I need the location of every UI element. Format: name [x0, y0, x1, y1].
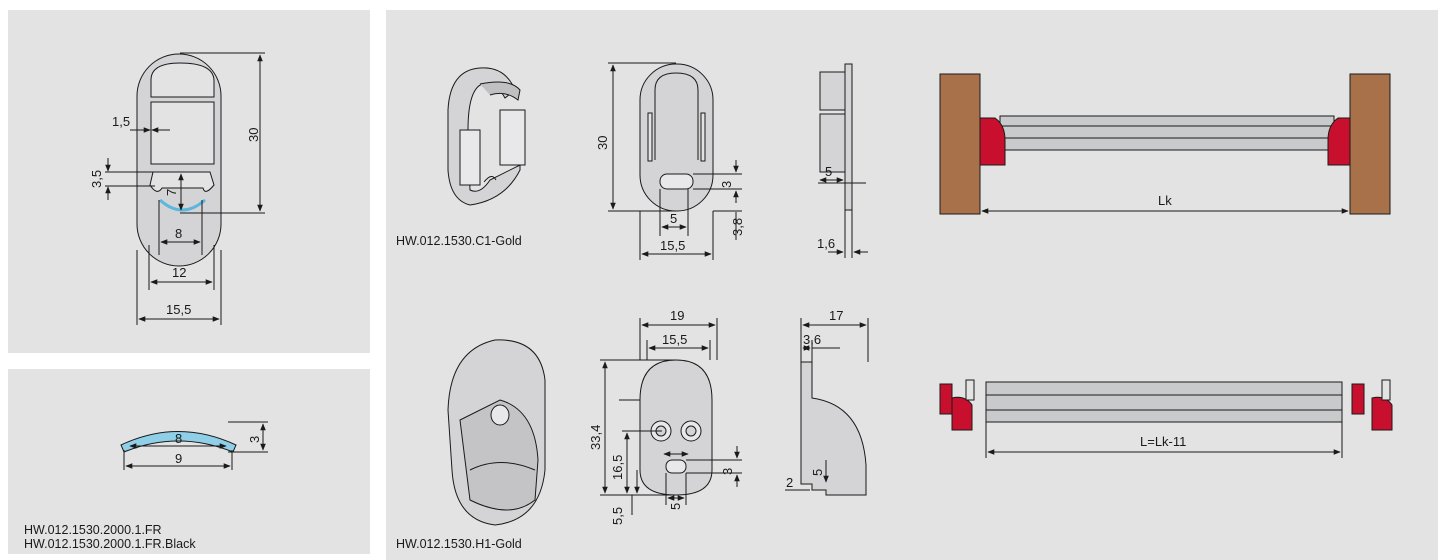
h1-dim-depth: 17	[829, 308, 843, 323]
h1-dim-base: 2	[786, 475, 793, 490]
c1-dim-height: 30	[595, 136, 610, 150]
left-wall	[939, 73, 981, 215]
holder-c1-code: HW.012.1530.C1-Gold	[396, 234, 522, 248]
dim-inner: 8	[175, 226, 182, 241]
h1-holder-front	[600, 318, 742, 515]
cover-code-2: HW.012.1530.2000.1.FR.Black	[24, 537, 196, 551]
h1-holder-3d	[447, 339, 546, 526]
dim-width: 15,5	[166, 302, 191, 317]
profile-groove	[149, 171, 215, 192]
h1-dim-outer: 19	[670, 308, 684, 323]
dim-height: 30	[246, 128, 261, 142]
dim-depth: 7	[164, 189, 179, 196]
holder-h1-code: HW.012.1530.H1-Gold	[396, 537, 522, 551]
label-lk: Lk	[1158, 193, 1172, 208]
h1-dim-slot-w: 5	[668, 503, 683, 510]
cover-panel	[8, 369, 370, 554]
h1-dim-height: 33,4	[588, 425, 603, 450]
h1-dim-slot-h: 3	[720, 468, 735, 475]
dim-wall: 1,5	[112, 114, 130, 129]
c1-holder-3d	[447, 67, 526, 206]
cover-dim-height: 3	[247, 436, 262, 443]
assembly-parts	[939, 379, 1393, 458]
cover-dim-inner: 8	[175, 431, 182, 446]
c1-holder-front	[608, 62, 742, 260]
c1-dim-depth: 5	[825, 164, 832, 179]
profile-section	[105, 52, 265, 325]
h1-dim-inner: 15,5	[662, 332, 687, 347]
cover-section	[120, 421, 268, 470]
c1-dim-plate: 1,6	[817, 236, 835, 251]
h1-dim-bottom: 5,5	[610, 507, 625, 525]
holders-panel	[386, 10, 1438, 560]
right-wall	[1349, 73, 1391, 215]
dim-slot: 3,5	[89, 170, 104, 188]
h1-dim-step: 5	[810, 469, 825, 476]
profile-chamber	[150, 101, 215, 165]
left-holder-red	[979, 117, 1006, 166]
h1-dim-hole-y: 16,5	[610, 455, 625, 480]
h1-dim-plate: 3,6	[803, 332, 821, 347]
assembly-installed	[939, 73, 1391, 215]
rail-loose	[985, 381, 1343, 423]
right-holder-red	[1327, 117, 1351, 166]
h1-holder-side	[785, 318, 869, 496]
rail-installed	[999, 115, 1335, 151]
dim-mid: 12	[172, 265, 186, 280]
c1-dim-slot-w: 5	[670, 211, 677, 226]
c1-holder-side	[818, 63, 868, 258]
profile-top-chamber	[150, 62, 215, 98]
label-l: L=Lk-11	[1140, 434, 1186, 449]
c1-dim-slot-h: 3	[719, 181, 734, 188]
c1-dim-offset: 3,8	[730, 218, 745, 236]
c1-dim-width: 15,5	[660, 238, 685, 253]
cover-code-1: HW.012.1530.2000.1.FR	[24, 523, 162, 537]
cover-dim-outer: 9	[175, 451, 182, 466]
